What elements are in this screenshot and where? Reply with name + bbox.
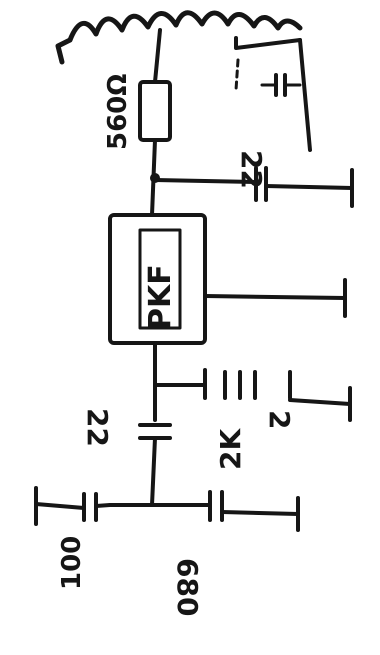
pkf-filter-block bbox=[108, 213, 347, 345]
capacitor-680 bbox=[188, 490, 300, 532]
label-pkf: PKF bbox=[143, 264, 178, 330]
resistor-560 bbox=[138, 80, 172, 142]
label-2: 2 bbox=[263, 410, 296, 429]
capacitor-22-series bbox=[138, 423, 172, 507]
right-rail bbox=[298, 38, 312, 152]
dashed-line bbox=[234, 58, 240, 92]
top-wire bbox=[234, 36, 302, 50]
label-22-left: 22 bbox=[81, 408, 114, 447]
spine-top bbox=[153, 28, 162, 84]
label-560-ohm: 560Ω bbox=[103, 74, 133, 150]
label-100: 100 bbox=[57, 536, 87, 590]
label-22-top: 22 bbox=[235, 150, 268, 189]
label-2k: 2K bbox=[214, 428, 247, 470]
inductor-coil bbox=[55, 10, 303, 65]
capacitor-22-top bbox=[153, 166, 354, 208]
capacitor-top-right bbox=[260, 73, 302, 97]
shunt-2k-cap2 bbox=[153, 368, 352, 422]
label-680: 680 bbox=[171, 558, 204, 616]
capacitor-100 bbox=[34, 486, 112, 526]
